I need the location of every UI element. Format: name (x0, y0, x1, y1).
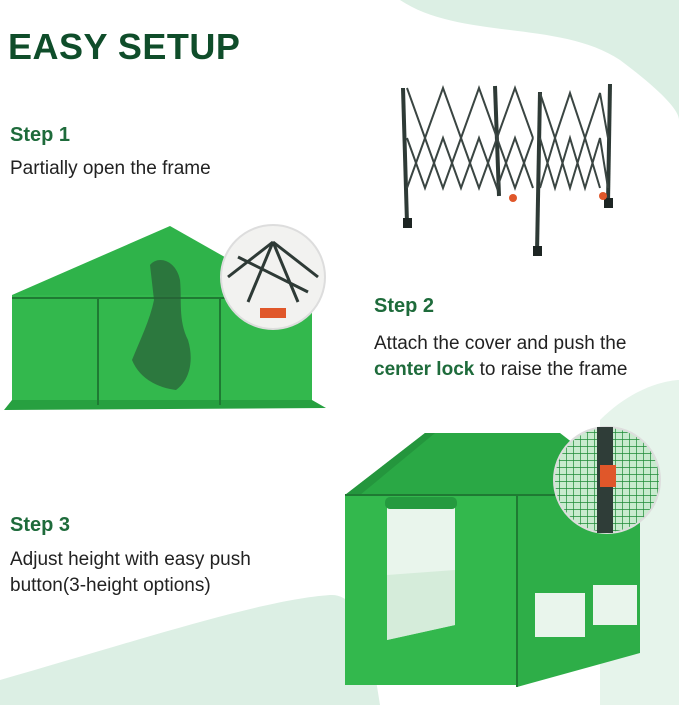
page-title: EASY SETUP (8, 26, 241, 67)
step-3-heading: Step 3 (10, 514, 71, 536)
step-3-text-line2: button(3-height options) (10, 575, 211, 596)
step-1-heading: Step 1 (10, 124, 71, 146)
step-2-highlight: center lock (374, 359, 475, 380)
step-1-text: Partially open the frame (10, 158, 211, 179)
step-2-text-line2: to raise the frame (474, 359, 628, 380)
frame-image (401, 83, 613, 256)
center-lock-zoom (220, 224, 326, 330)
step-2-heading: Step 2 (374, 295, 435, 317)
step-2-text: Attach the cover and push the center loc… (374, 331, 627, 383)
height-button-zoom (553, 426, 661, 534)
step-3-text: Adjust height with easy push button(3-he… (10, 547, 251, 599)
step-2-text-line1: Attach the cover and push the (374, 333, 627, 354)
step-3-text-line1: Adjust height with easy push (10, 549, 251, 570)
